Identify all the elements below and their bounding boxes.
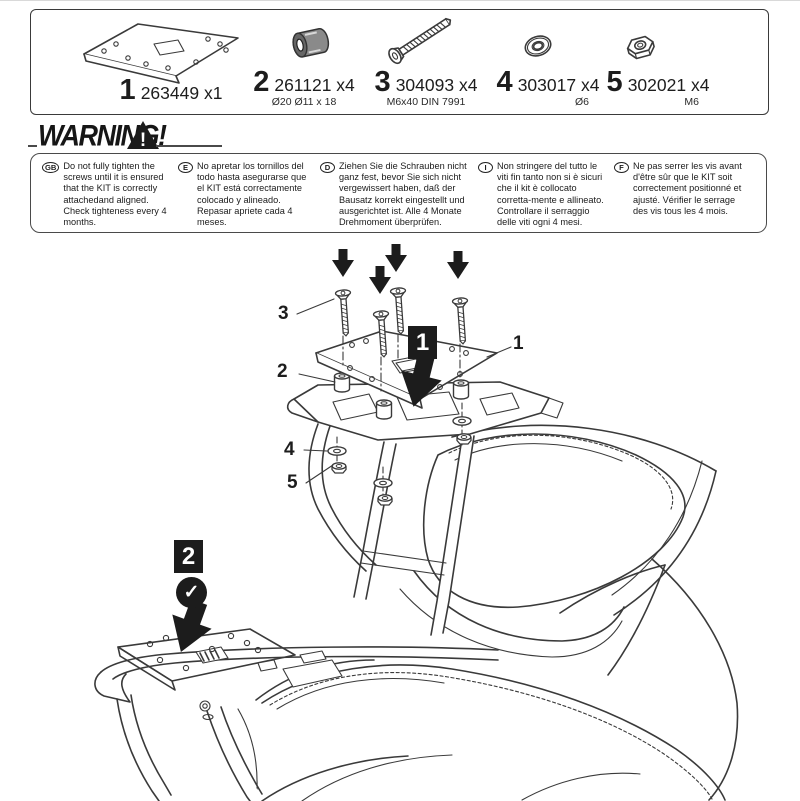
step2-luggage-rack	[94, 646, 499, 801]
warning-text-e: No apretar los tornillos del todo hasta …	[197, 161, 307, 228]
step1-washer-nut-stacks	[327, 402, 472, 506]
step2-seat-and-tail	[237, 558, 739, 801]
lang-badge-gb: GB	[42, 162, 60, 173]
warning-note-i: I Non stringere del tutto le viti fin ta…	[478, 161, 604, 228]
mounting-plate-icon	[83, 23, 239, 84]
part-5-spec: M6	[684, 96, 699, 108]
warning-rule-left	[28, 145, 37, 147]
lang-badge-i: I	[478, 162, 493, 173]
part-2-number: 2	[253, 66, 270, 98]
part-2-code: 261121 x4	[274, 75, 355, 95]
assembly-diagram-illustration	[94, 244, 739, 801]
part-4-spec: Ø6	[574, 96, 589, 108]
flat-washer-icon	[524, 35, 552, 57]
part-1-code: 263449 x1	[140, 83, 223, 103]
part-4-code: 303017 x4	[517, 75, 600, 95]
callout-nut: 5	[287, 472, 298, 493]
callout-washer: 4	[284, 439, 295, 460]
callout-screw: 3	[278, 303, 289, 324]
lang-badge-e: E	[178, 162, 193, 173]
step1-luggage-rack	[286, 381, 564, 636]
part-3-code: 304093 x4	[395, 75, 478, 95]
part-3-caption: 3 304093 x4	[366, 68, 486, 97]
part-5-code: 302021 x4	[627, 75, 710, 95]
part-1-number: 1	[119, 74, 136, 106]
part-5-number: 5	[606, 66, 623, 98]
warning-note-gb: GB Do not fully tighten the screws until…	[42, 161, 168, 228]
callout-spacer: 2	[277, 361, 288, 382]
check-icon: ✓	[176, 577, 207, 608]
countersunk-screw-icon	[388, 17, 452, 65]
part-3-spec: M6x40 DIN 7991	[386, 96, 466, 108]
step2-mounting-plate	[117, 628, 296, 691]
parts-list-box: 1 263449 x1 2 261121 x4 Ø20 Ø11 x 18	[30, 9, 769, 115]
warning-text-i: Non stringere del tutto le viti fin tant…	[497, 161, 604, 228]
warning-rule-right	[156, 145, 222, 147]
warning-notes-box: GB Do not fully tighten the screws until…	[30, 153, 767, 233]
warning-note-e: E No apretar los tornillos del todo hast…	[178, 161, 310, 228]
lang-badge-f: F	[614, 162, 629, 173]
warning-text-d: Ziehen Sie die Schrauben nicht ganz fest…	[339, 161, 467, 228]
part-3-number: 3	[374, 66, 391, 98]
warning-text-f: Ne pas serrer les vis avant d'être sûr q…	[633, 161, 742, 216]
step1-screws	[334, 286, 472, 392]
warning-note-f: F Ne pas serrer les vis avant d'être sûr…	[614, 161, 744, 225]
part-5-caption: 5 302021 x4	[603, 68, 713, 97]
warning-triangle-icon: !	[127, 121, 159, 150]
lang-badge-d: D	[320, 162, 335, 173]
warning-note-d: D Ziehen Sie die Schrauben nicht ganz fe…	[320, 161, 468, 228]
part-2-spec: Ø20 Ø11 x 18	[271, 96, 337, 108]
step-1-badge: 1	[408, 326, 437, 359]
warning-text-gb: Do not fully tighten the screws until it…	[63, 161, 167, 228]
hex-nut-icon	[626, 35, 655, 60]
part-2-caption: 2 261121 x4	[249, 68, 359, 97]
callout-plate: 1	[513, 333, 524, 354]
step-2-badge: 2	[174, 540, 203, 573]
warning-exclamation-glyph: !	[140, 130, 146, 150]
part-4-number: 4	[496, 66, 513, 98]
part-1-caption: 1 263449 x1	[91, 76, 251, 105]
rubber-spacer-icon	[292, 28, 330, 58]
part-4-caption: 4 303017 x4	[493, 68, 603, 97]
step1-callout-leader-lines	[296, 298, 512, 484]
